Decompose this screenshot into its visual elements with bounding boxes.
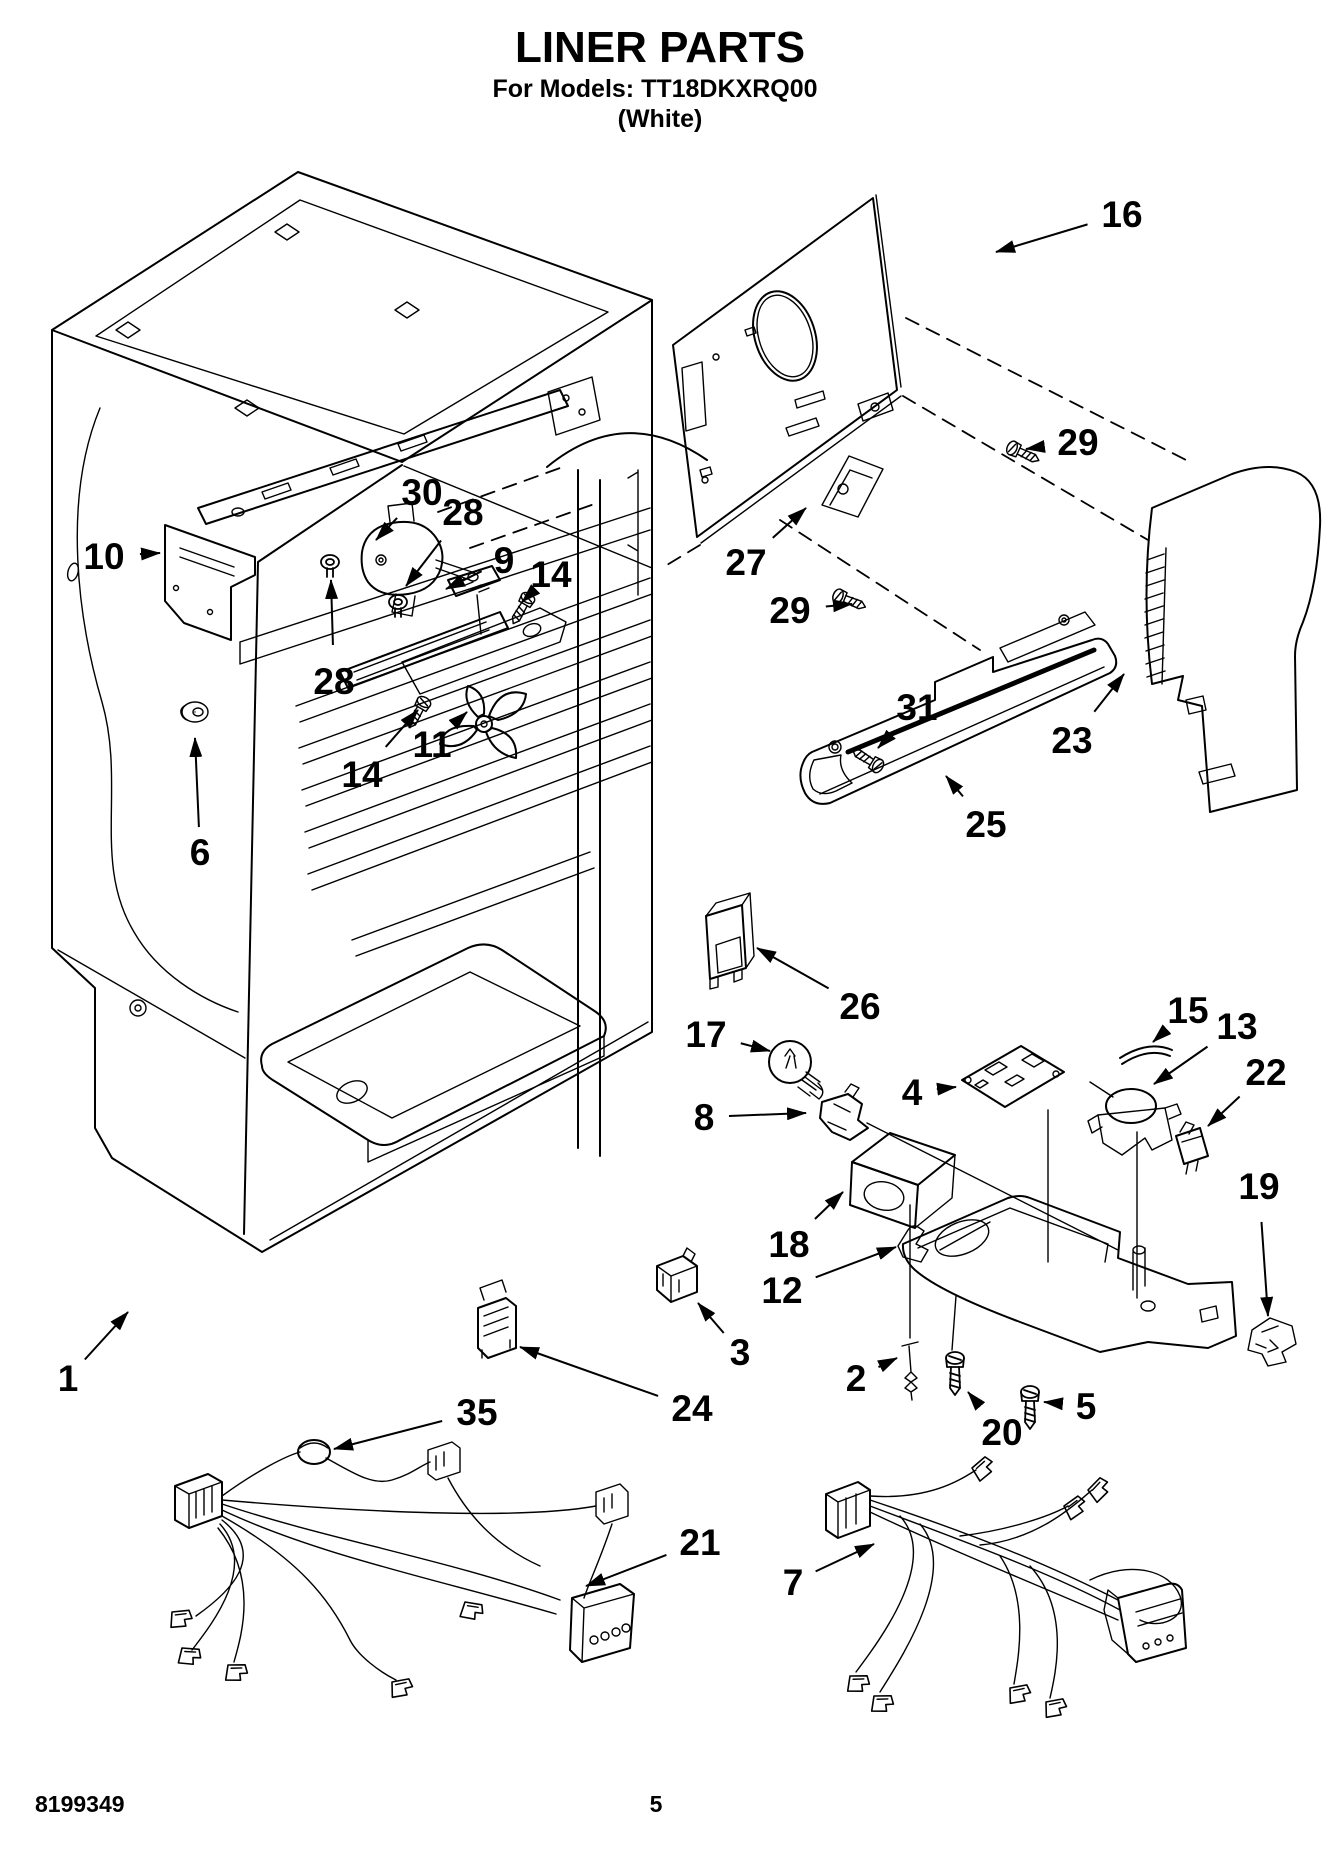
callout-leader-19	[1260, 1221, 1274, 1317]
callout-leader-28	[405, 539, 442, 587]
callout-leader-18	[814, 1191, 844, 1220]
callout-label-25: 25	[965, 804, 1006, 845]
callout-label-2: 2	[846, 1358, 867, 1399]
callout-leader-21	[585, 1554, 667, 1587]
callout-leader-23	[1093, 673, 1125, 713]
callout-leader-4	[936, 1082, 957, 1096]
callout-label-29: 29	[1057, 422, 1098, 463]
control-cover-23	[1144, 465, 1322, 813]
callout-leader-20	[967, 1391, 986, 1411]
callout-label-6: 6	[190, 832, 211, 873]
callout-label-13: 13	[1216, 1006, 1257, 1047]
callout-label-31: 31	[896, 687, 937, 728]
callout-label-3: 3	[730, 1332, 751, 1373]
callout-label-26: 26	[839, 986, 880, 1027]
callout-label-21: 21	[679, 1522, 720, 1563]
callout-leader-12	[815, 1246, 897, 1279]
callout-label-14: 14	[530, 554, 572, 595]
callout-leader-9	[445, 570, 483, 590]
callout-leader-2	[877, 1357, 898, 1373]
page-number: 5	[650, 1791, 663, 1817]
callout-label-35: 35	[456, 1392, 497, 1433]
callout-leader-5	[1043, 1397, 1064, 1411]
callout-leader-10	[139, 547, 161, 561]
callout-label-16: 16	[1101, 194, 1142, 235]
callout-label-28: 28	[442, 492, 483, 533]
callout-label-23: 23	[1051, 720, 1092, 761]
callout-label-27: 27	[725, 542, 766, 583]
callout-label-14: 14	[341, 754, 383, 795]
callout-leader-14	[384, 709, 419, 748]
callout-leader-13	[1153, 1045, 1209, 1085]
models-line: For Models: TT18DKXRQ00	[492, 75, 817, 103]
callout-leader-11	[448, 711, 468, 730]
callout-label-4: 4	[902, 1072, 923, 1113]
page-title: LINER PARTS	[515, 23, 805, 72]
callout-leader-7	[815, 1543, 875, 1573]
callout-label-19: 19	[1238, 1166, 1279, 1207]
callout-leader-26	[756, 947, 830, 990]
callout-label-11: 11	[412, 724, 451, 765]
control-and-light-parts	[705, 892, 1209, 1339]
callout-leader-14	[521, 584, 541, 603]
callout-label-10: 10	[83, 536, 124, 577]
callout-label-30: 30	[401, 472, 442, 513]
callout-leader-17	[740, 1039, 771, 1053]
callout-leader-29	[825, 599, 853, 613]
callout-label-1: 1	[58, 1358, 79, 1399]
rear-panel-16	[661, 194, 1191, 651]
callout-leader-31	[877, 729, 896, 749]
callout-leader-16	[995, 223, 1088, 253]
document-number: 8199349	[35, 1791, 125, 1817]
callout-label-28: 28	[313, 661, 354, 702]
callout-label-7: 7	[783, 1562, 804, 1603]
callout-label-8: 8	[694, 1097, 715, 1138]
callout-leader-15	[1152, 1024, 1172, 1043]
callout-label-17: 17	[685, 1014, 726, 1055]
callout-leader-25	[945, 775, 964, 797]
control-housing-tray	[477, 1195, 1297, 1430]
callout-label-15: 15	[1167, 990, 1208, 1031]
callout-leader-30	[375, 517, 398, 541]
callout-leader-1	[84, 1311, 129, 1361]
callout-label-22: 22	[1245, 1052, 1286, 1093]
callout-label-9: 9	[494, 540, 515, 581]
callout-leader-35	[333, 1420, 443, 1451]
callout-leader-8	[728, 1107, 807, 1121]
callout-leader-24	[519, 1346, 659, 1397]
evaporator-fan-parts	[164, 376, 601, 759]
callout-label-24: 24	[671, 1388, 713, 1429]
callout-leader-27	[772, 507, 807, 539]
callout-leader-3	[697, 1302, 725, 1334]
callout-leader-28	[325, 579, 339, 646]
callout-label-18: 18	[768, 1224, 809, 1265]
callout-label-5: 5	[1076, 1386, 1097, 1427]
callout-label-12: 12	[761, 1270, 802, 1311]
cabinet-liner-drawing	[51, 171, 708, 1253]
wiring-harness-7	[825, 1454, 1187, 1722]
callout-leader-22	[1207, 1095, 1241, 1127]
air-duct-25	[799, 611, 1118, 805]
callout-label-29: 29	[769, 590, 810, 631]
variant-line: (White)	[618, 105, 703, 133]
callout-label-20: 20	[981, 1412, 1022, 1453]
wiring-harness-21	[167, 1439, 635, 1702]
callout-leader-6	[189, 737, 203, 828]
callout-leader-29	[1025, 440, 1046, 453]
